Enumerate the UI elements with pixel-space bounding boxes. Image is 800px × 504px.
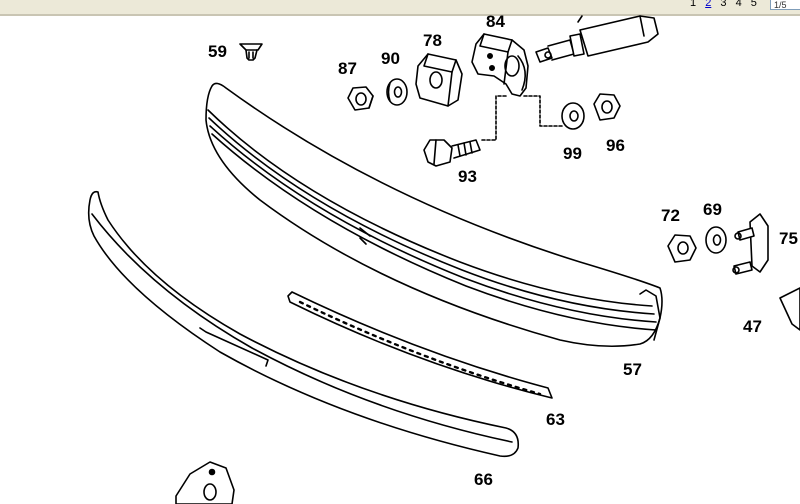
part-72-nut[interactable] (667, 234, 697, 263)
page-link-1[interactable]: 1 (690, 0, 697, 9)
page-link-3[interactable]: 3 (720, 0, 727, 9)
part-99-washer[interactable] (561, 102, 585, 130)
part-59-clip[interactable] (239, 43, 263, 61)
page-link-4[interactable]: 4 (735, 0, 742, 9)
part-57-bumper[interactable] (205, 82, 663, 348)
label-59: 59 (208, 42, 227, 61)
page-pager: 1 2 3 4 5 (690, 0, 763, 11)
label-84: 84 (486, 12, 505, 31)
label-93: 93 (458, 167, 477, 186)
part-63-strip[interactable] (287, 291, 553, 399)
part-96-nut[interactable] (593, 93, 621, 121)
part-84-bracket[interactable] (471, 33, 529, 97)
label-87: 87 (338, 59, 357, 78)
page-link-2[interactable]: 2 (705, 0, 712, 9)
part-shock-absorber[interactable] (535, 15, 659, 63)
label-78: 78 (423, 31, 442, 50)
label-47: 47 (743, 317, 762, 336)
label-57: 57 (623, 360, 642, 379)
label-99: 99 (563, 144, 582, 163)
label-90: 90 (381, 49, 400, 68)
page-link-5[interactable]: 5 (750, 0, 757, 9)
part-75-side-bracket[interactable] (732, 213, 769, 275)
part-87-nut[interactable] (347, 86, 374, 111)
label-75: 75 (779, 229, 798, 248)
label-66: 66 (474, 470, 493, 489)
page-number-box[interactable]: 1/5 (770, 0, 800, 10)
label-72: 72 (661, 206, 680, 225)
label-69: 69 (703, 200, 722, 219)
part-66-lower-bumper[interactable] (87, 190, 520, 458)
part-78-rubber-block[interactable] (415, 53, 463, 107)
label-96: 96 (606, 136, 625, 155)
part-93-bolt[interactable] (423, 139, 481, 167)
part-bottom-bracket[interactable] (175, 461, 235, 504)
part-47-corner[interactable] (779, 287, 800, 331)
browser-toolbar: 1 2 3 4 5 1/5 (0, 0, 800, 16)
part-69-washer[interactable] (705, 226, 727, 254)
label-63: 63 (546, 410, 565, 429)
part-90-washer[interactable] (386, 78, 408, 106)
